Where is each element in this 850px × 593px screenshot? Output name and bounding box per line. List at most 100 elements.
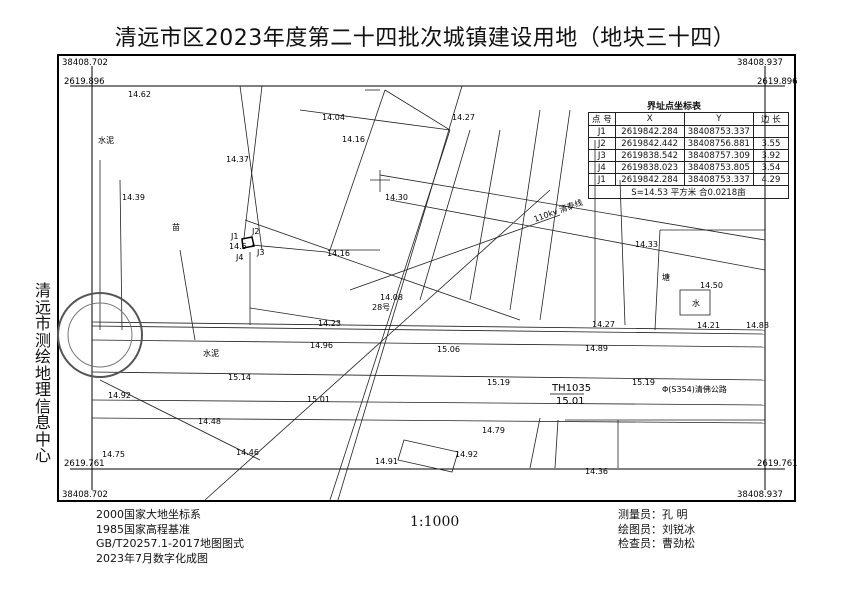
cell bbox=[752, 125, 789, 138]
cell: 2619838.023 bbox=[614, 161, 685, 174]
lot-label: 28号 bbox=[372, 303, 390, 312]
elev-label: 14.88 bbox=[746, 321, 769, 330]
surveyor: 测量员：孔 明 bbox=[618, 508, 688, 521]
cell: J1 bbox=[588, 125, 616, 138]
elev-label: 14.04 bbox=[322, 113, 345, 122]
note-line: 2000国家大地坐标系 bbox=[96, 508, 201, 521]
cell: 38408753.805 bbox=[683, 161, 754, 174]
corner-x-top-left: 38408.702 bbox=[62, 58, 108, 68]
elev-label: 14.27 bbox=[592, 320, 615, 329]
point-label-j3: J3 bbox=[256, 248, 264, 257]
cell: 2619838.542 bbox=[614, 149, 685, 162]
staff-credits: 测量员：孔 明 绘图员：刘锐冰 检查员：曹劲松 bbox=[618, 508, 695, 552]
elev-label: 15.06 bbox=[437, 345, 460, 354]
col-header: 边 长 bbox=[752, 112, 789, 126]
col-header: Y bbox=[683, 112, 754, 126]
corner-y-top-left: 2619.896 bbox=[64, 77, 105, 87]
elev-label: 14.46 bbox=[236, 448, 259, 457]
elev-label: 14.16 bbox=[342, 135, 365, 144]
elev-label: 14.91 bbox=[375, 457, 398, 466]
cell: J4 bbox=[588, 161, 616, 174]
elev-label: 14.75 bbox=[102, 450, 125, 459]
elev-label: 14.89 bbox=[585, 344, 608, 353]
area-summary: S=14.53 平方米 合0.0218亩 bbox=[588, 185, 789, 199]
elev-label: 14.21 bbox=[697, 321, 720, 330]
elev-label: 14.96 bbox=[310, 341, 333, 350]
benchmark-elev: 15.01 bbox=[556, 396, 585, 407]
drafter: 绘图员：刘锐冰 bbox=[618, 522, 695, 536]
edge-length: 4.29 bbox=[752, 173, 789, 186]
elev-label: 14.92 bbox=[108, 391, 131, 400]
edge-length: 3.55 bbox=[752, 137, 789, 150]
parcel-labels: J1 J2 J3 J4 14.5 bbox=[229, 227, 264, 262]
road-label: Φ(S354)清佛公路 bbox=[662, 384, 727, 394]
cell: 38408753.337 bbox=[683, 125, 754, 138]
elev-label: 14.50 bbox=[700, 281, 723, 290]
cell: J2 bbox=[588, 137, 616, 150]
elev-label: 15.19 bbox=[487, 378, 510, 387]
land-use-label: 水 bbox=[692, 298, 700, 308]
point-label-j4: J4 bbox=[235, 253, 243, 262]
coord-table-title: 界址点坐标表 bbox=[646, 102, 701, 112]
elev-label: 14.36 bbox=[585, 467, 608, 476]
elev-label: 15.14 bbox=[228, 373, 251, 382]
note-line: GB/T20257.1-2017地图图式 bbox=[96, 537, 244, 550]
elevation-labels: 14.62 14.04 14.27 14.37 14.16 14.39 14.3… bbox=[102, 90, 769, 476]
cell: 38408757.309 bbox=[683, 149, 754, 162]
land-use-label: 水泥 bbox=[98, 135, 114, 145]
powerline-label: 110kv 清泰线 bbox=[532, 197, 584, 224]
elev-label: 14.27 bbox=[452, 113, 475, 122]
elev-label: 14.30 bbox=[385, 193, 408, 202]
note-line: 2023年7月数字化成图 bbox=[96, 551, 208, 565]
elev-label: 14.23 bbox=[318, 319, 341, 328]
corner-x-bottom-left: 38408.702 bbox=[62, 490, 108, 500]
map-linework bbox=[91, 85, 766, 501]
cell: J3 bbox=[588, 149, 616, 162]
outer-frame bbox=[57, 54, 796, 502]
cell: 2619842.442 bbox=[614, 137, 685, 150]
official-seal bbox=[57, 292, 143, 378]
benchmark-name: TH1035 bbox=[551, 383, 591, 394]
land-use-label: 苗 bbox=[172, 223, 180, 232]
cell: J1 bbox=[588, 173, 616, 186]
elev-label: 14.39 bbox=[122, 193, 145, 202]
corner-y-bottom-right: 2619.761 bbox=[757, 459, 798, 469]
elev-label: 15.19 bbox=[632, 378, 655, 387]
corner-x-bottom-right: 38408.937 bbox=[737, 490, 783, 500]
point-label-j1: J1 bbox=[230, 232, 238, 241]
corner-x-top-right: 38408.937 bbox=[737, 58, 783, 68]
elev-label: 14.92 bbox=[455, 450, 478, 459]
land-use-label: 水泥 bbox=[203, 348, 219, 358]
elev-label: 14.33 bbox=[635, 240, 658, 249]
official-seal-inner-ring bbox=[67, 302, 133, 368]
cell: 38408756.881 bbox=[683, 137, 754, 150]
point-label-j2: J2 bbox=[251, 227, 259, 236]
edge-length: 3.92 bbox=[752, 149, 789, 162]
elev-label: 15.01 bbox=[307, 395, 330, 404]
cell: 2619842.284 bbox=[614, 173, 685, 186]
elev-label: 14.79 bbox=[482, 426, 505, 435]
map-scale: 1:1000 bbox=[410, 514, 460, 530]
col-header: 点 号 bbox=[588, 112, 616, 126]
map-notes: 2000国家大地坐标系 1985国家高程基准 GB/T20257.1-2017地… bbox=[96, 508, 244, 566]
land-parcel-boundary bbox=[241, 236, 255, 249]
surveying-center-label: 清远市测绘地理信息中心 bbox=[34, 281, 51, 465]
parcel-elev-label: 14.5 bbox=[229, 242, 247, 251]
inner-frame bbox=[91, 85, 766, 470]
col-header: X bbox=[614, 112, 685, 126]
elev-label: 14.62 bbox=[128, 90, 151, 99]
map-title: 清远市区2023年度第二十四批次城镇建设用地（地块三十四） bbox=[114, 26, 736, 51]
edge-length: 3.54 bbox=[752, 161, 789, 174]
inspector: 检查员：曹劲松 bbox=[618, 537, 695, 550]
land-use-label: 塘 bbox=[662, 272, 670, 282]
cell: 2619842.284 bbox=[614, 125, 685, 138]
elev-label: 14.48 bbox=[198, 417, 221, 426]
corner-y-bottom-left: 2619.761 bbox=[64, 459, 105, 469]
elev-label: 14.37 bbox=[226, 155, 249, 164]
